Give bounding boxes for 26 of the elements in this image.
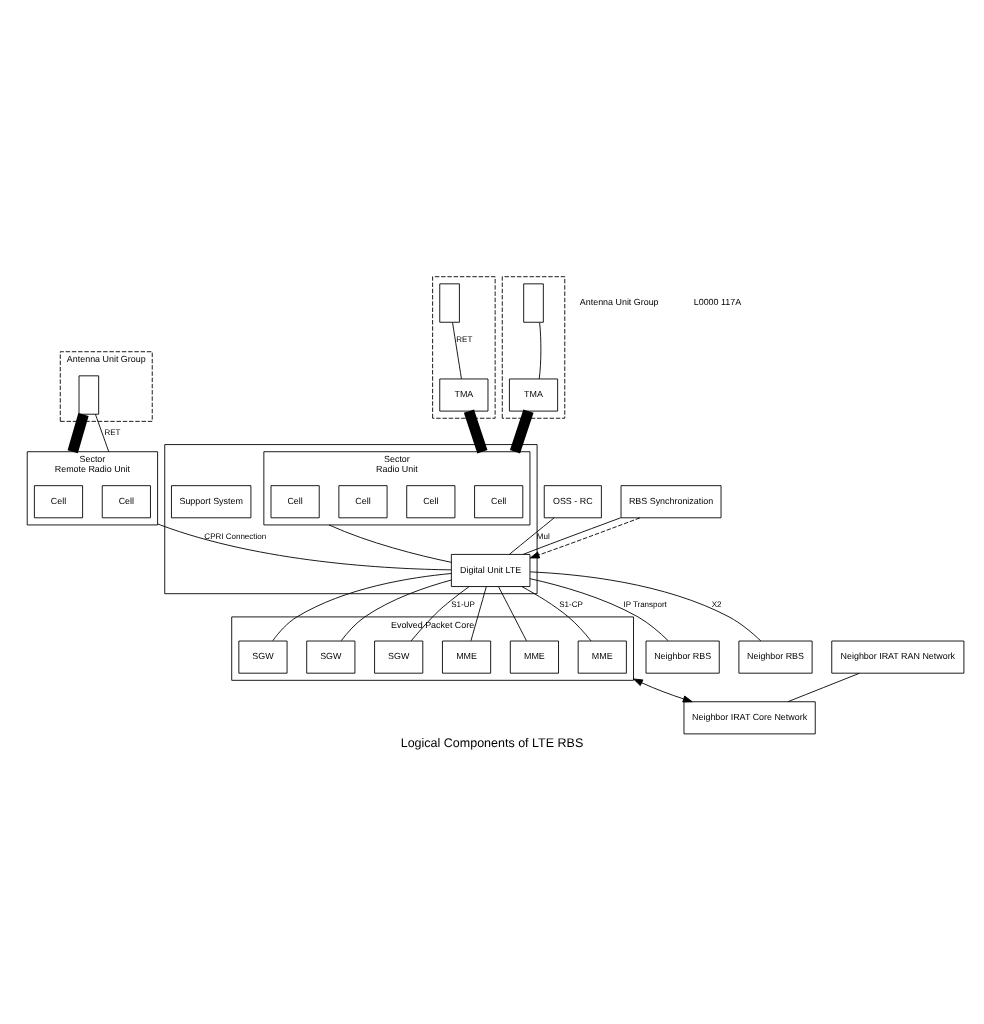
connector	[463, 409, 488, 454]
connector	[522, 517, 622, 555]
node-box	[439, 283, 460, 323]
connector	[328, 524, 452, 563]
connector	[529, 571, 762, 642]
connector	[95, 414, 110, 453]
connector	[410, 586, 470, 642]
node-box	[523, 283, 544, 323]
cluster	[501, 276, 566, 419]
connector	[521, 586, 592, 642]
arrow	[633, 678, 693, 703]
cluster	[432, 276, 496, 419]
connector	[509, 517, 555, 555]
connector	[498, 586, 527, 642]
connector	[272, 573, 452, 642]
connector	[509, 409, 534, 454]
connector	[538, 322, 542, 380]
node-box	[78, 375, 100, 415]
connector	[67, 412, 89, 454]
cluster	[164, 444, 538, 595]
connector	[529, 578, 669, 642]
arrow	[529, 517, 641, 559]
connector	[787, 672, 860, 703]
connector	[452, 322, 462, 380]
connector	[470, 586, 487, 642]
connector	[340, 579, 452, 642]
